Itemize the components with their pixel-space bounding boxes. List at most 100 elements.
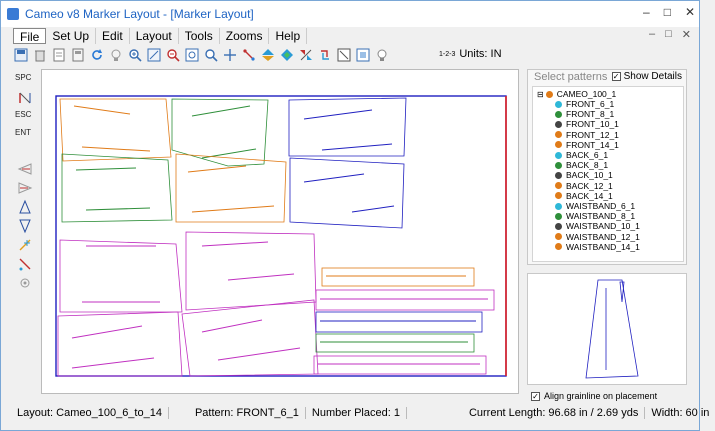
add-point-icon[interactable] bbox=[17, 237, 33, 253]
delete-icon[interactable] bbox=[32, 47, 48, 63]
menu-help[interactable]: Help bbox=[269, 28, 308, 44]
pattern-color-dot bbox=[555, 171, 562, 179]
pattern-color-dot bbox=[555, 120, 562, 128]
menu-layout[interactable]: Layout bbox=[130, 28, 179, 44]
pattern-item[interactable]: BACK_6_1 bbox=[555, 150, 608, 160]
nest-icon[interactable] bbox=[241, 47, 257, 63]
flip-horizontal-icon[interactable] bbox=[298, 47, 314, 63]
close-icon[interactable]: ✕ bbox=[684, 5, 695, 19]
menu-edit[interactable]: Edit bbox=[96, 28, 130, 44]
menu-setup[interactable]: Set Up bbox=[46, 28, 97, 44]
pattern-preview bbox=[527, 273, 687, 385]
esc-key-label[interactable]: ESC bbox=[15, 110, 32, 119]
shift-left-icon[interactable] bbox=[17, 161, 33, 177]
document-controls: – □ ✕ bbox=[649, 28, 691, 41]
pattern-item[interactable]: FRONT_8_1 bbox=[555, 109, 614, 119]
bulb-icon[interactable] bbox=[108, 47, 124, 63]
panel-title: Select patterns bbox=[534, 71, 608, 83]
tree-root[interactable]: ⊟ CAMEO_100_1 bbox=[537, 89, 616, 99]
zoom-region-icon[interactable] bbox=[184, 47, 200, 63]
doc-restore-icon[interactable]: □ bbox=[665, 28, 672, 40]
boundary-icon[interactable] bbox=[336, 47, 352, 63]
pattern-item[interactable]: FRONT_6_1 bbox=[555, 99, 614, 109]
grainline bbox=[85, 207, 151, 211]
pattern-item[interactable]: FRONT_14_1 bbox=[555, 140, 619, 150]
show-details-checkbox[interactable]: ✓ bbox=[611, 72, 621, 81]
pattern-item[interactable]: BACK_8_1 bbox=[555, 160, 608, 170]
pattern-item-label: BACK_6_1 bbox=[566, 150, 609, 160]
pattern-item-label: WAISTBAND_8_1 bbox=[566, 211, 636, 222]
pattern-color-dot bbox=[555, 141, 562, 149]
fit-icon[interactable] bbox=[355, 47, 371, 63]
save-icon[interactable] bbox=[13, 47, 29, 63]
maximize-icon[interactable]: □ bbox=[663, 5, 671, 19]
pattern-color-dot bbox=[545, 90, 553, 98]
pattern-item[interactable]: WAISTBAND_10_1 bbox=[555, 221, 640, 231]
grainline bbox=[71, 357, 155, 369]
panel-header: Select patterns bbox=[528, 70, 686, 84]
align-grainline-checkbox[interactable]: ✓ bbox=[531, 391, 540, 401]
settings-small-icon[interactable] bbox=[17, 275, 33, 291]
menu-file[interactable]: File bbox=[13, 28, 47, 44]
pattern-item[interactable]: WAISTBAND_12_1 bbox=[555, 232, 640, 242]
pattern-item-label: WAISTBAND_10_1 bbox=[566, 221, 640, 232]
flip-vertical-icon[interactable] bbox=[260, 47, 276, 63]
waistband-14 bbox=[315, 289, 495, 311]
pattern-item[interactable]: FRONT_12_1 bbox=[555, 130, 619, 140]
pattern-item[interactable]: WAISTBAND_8_1 bbox=[555, 211, 635, 221]
pattern-item-label: FRONT_14_1 bbox=[566, 139, 619, 150]
zoom-in-icon[interactable] bbox=[127, 47, 143, 63]
show-details-toggle[interactable]: ✓ Show Details bbox=[611, 71, 682, 82]
zoom-out-icon[interactable] bbox=[165, 47, 181, 63]
shift-down-icon[interactable] bbox=[17, 218, 33, 234]
bulb-off-icon[interactable] bbox=[374, 47, 390, 63]
shift-right-icon[interactable] bbox=[17, 180, 33, 196]
zoom-fit-icon[interactable] bbox=[146, 47, 162, 63]
rotate-icon[interactable] bbox=[279, 47, 295, 63]
report-icon[interactable] bbox=[70, 47, 86, 63]
spc-key-label[interactable]: SPC bbox=[15, 73, 32, 82]
measure-icon[interactable] bbox=[17, 256, 33, 272]
pattern-item[interactable]: BACK_12_1 bbox=[555, 181, 613, 191]
pattern-back-10 bbox=[288, 97, 407, 157]
menu-tools[interactable]: Tools bbox=[179, 28, 220, 44]
grainline bbox=[351, 205, 395, 213]
pattern-color-dot bbox=[555, 233, 562, 241]
collapse-icon[interactable]: ⊟ bbox=[537, 89, 544, 99]
ent-key-label[interactable]: ENT bbox=[15, 128, 31, 137]
select-patterns-panel: Select patterns ✓ Show Details ⊟ CAMEO_1… bbox=[527, 69, 687, 265]
pattern-color-dot bbox=[555, 182, 562, 190]
marker-red-icon[interactable] bbox=[17, 90, 33, 106]
pattern-item[interactable]: FRONT_10_1 bbox=[555, 119, 619, 129]
menu-bar: File Set Up Edit Layout Tools Zooms Help bbox=[13, 28, 308, 44]
swap-icon[interactable] bbox=[317, 47, 333, 63]
doc-close-icon[interactable]: ✕ bbox=[681, 29, 691, 41]
pattern-item[interactable]: WAISTBAND_6_1 bbox=[555, 201, 635, 211]
pattern-item-label: WAISTBAND_6_1 bbox=[566, 201, 636, 211]
zoom-window-icon[interactable] bbox=[203, 47, 219, 63]
menu-zooms[interactable]: Zooms bbox=[220, 28, 270, 44]
pattern-item-label: FRONT_12_1 bbox=[566, 129, 619, 140]
pan-icon[interactable] bbox=[222, 47, 238, 63]
status-layout: Layout: Cameo_100_6_to_14 bbox=[11, 407, 169, 419]
align-grainline-option[interactable]: ✓ Align grainline on placement bbox=[531, 391, 657, 401]
pattern-item[interactable]: BACK_14_1 bbox=[555, 191, 613, 201]
status-width: Width: 60 in bbox=[651, 407, 710, 419]
pattern-item[interactable]: WAISTBAND_14_1 bbox=[555, 242, 640, 252]
pattern-color-dot bbox=[555, 151, 562, 159]
waistband-6 bbox=[313, 355, 487, 375]
document-icon[interactable] bbox=[51, 47, 67, 63]
minimize-icon[interactable]: – bbox=[643, 5, 650, 19]
shift-up-icon[interactable] bbox=[17, 199, 33, 215]
marker-boundary bbox=[55, 95, 507, 377]
marker-canvas[interactable] bbox=[41, 69, 519, 394]
pattern-item[interactable]: BACK_10_1 bbox=[555, 170, 613, 180]
doc-minimize-icon[interactable]: – bbox=[649, 28, 656, 40]
refresh-icon[interactable] bbox=[89, 47, 105, 63]
marker-drawing[interactable] bbox=[42, 70, 520, 395]
grainline bbox=[71, 325, 143, 339]
pattern-color-dot bbox=[555, 243, 562, 251]
grainline bbox=[201, 319, 263, 333]
grainline bbox=[201, 241, 269, 247]
